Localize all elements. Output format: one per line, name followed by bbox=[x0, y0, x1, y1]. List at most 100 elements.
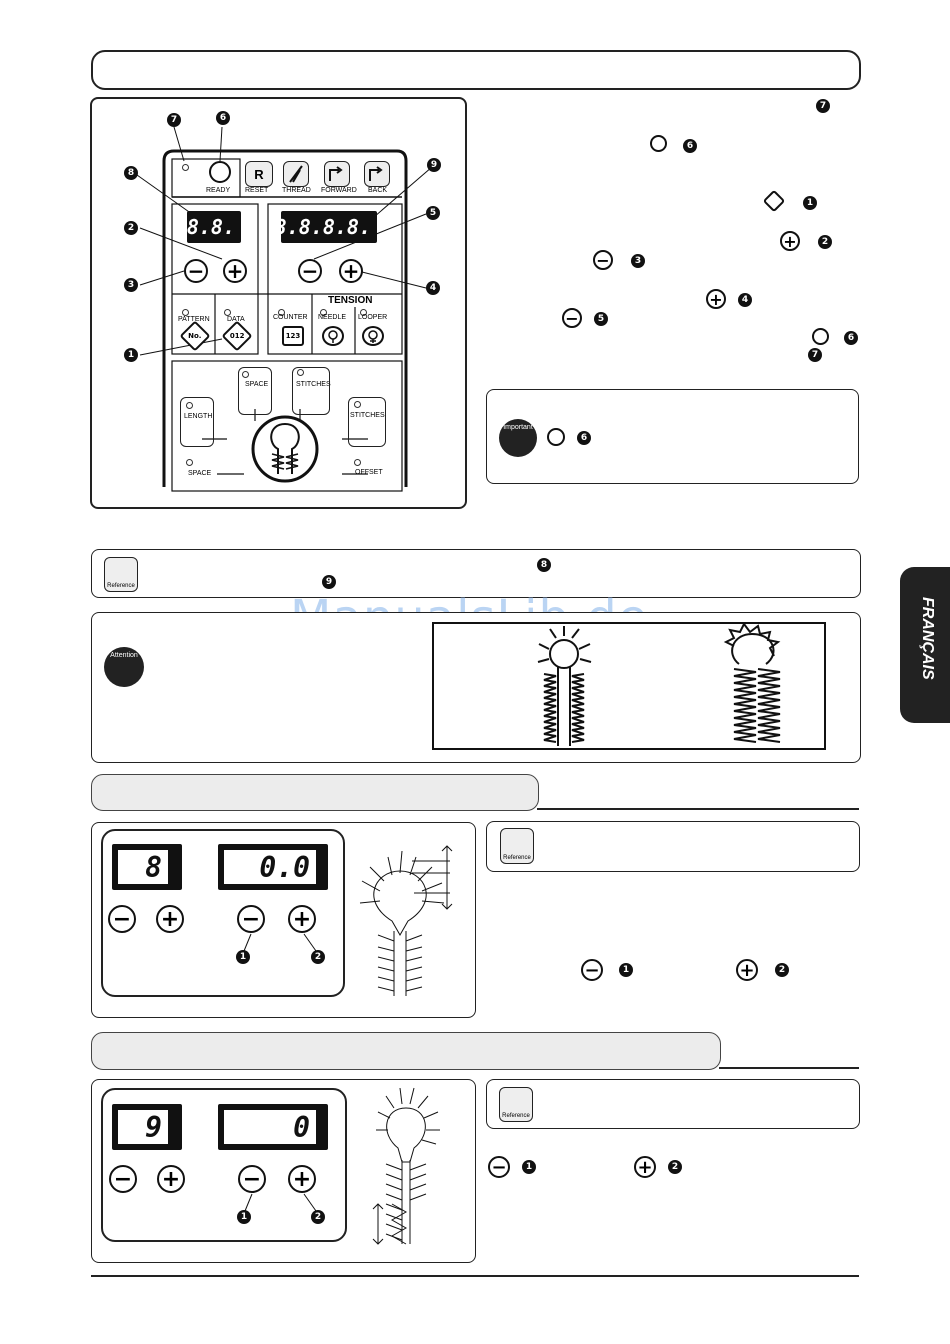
space-label: SPACE bbox=[245, 381, 269, 388]
data-icon: 012 bbox=[229, 332, 245, 340]
section3-text-minus-icon: − bbox=[488, 1156, 510, 1178]
forward-label: FORWARD bbox=[321, 187, 357, 194]
section2-minus-left[interactable]: − bbox=[108, 905, 136, 933]
minus-button-right[interactable]: − bbox=[298, 259, 322, 283]
section3-stitch-diagram bbox=[372, 1087, 440, 1245]
section3-panel bbox=[101, 1088, 347, 1242]
offset-label: OFFSET bbox=[355, 469, 383, 476]
pattern-icon: No. bbox=[188, 331, 202, 340]
section3-text-marker-1: 1 bbox=[522, 1160, 536, 1174]
looper-led bbox=[360, 309, 367, 316]
section3-minus-right[interactable]: − bbox=[238, 1165, 266, 1193]
length-led bbox=[186, 402, 193, 409]
important-box: Important 6 bbox=[486, 389, 859, 484]
language-side-tab: FRANÇAIS bbox=[900, 567, 950, 723]
reference-label-1: Reference bbox=[107, 583, 135, 589]
looper-label: LOOPER bbox=[358, 314, 388, 321]
stitches2-button[interactable] bbox=[348, 397, 386, 447]
data-icon-inline bbox=[762, 189, 786, 213]
callout-1: 1 bbox=[124, 348, 138, 362]
needle-tension-icon bbox=[328, 330, 338, 343]
reference-marker-9: 9 bbox=[322, 575, 336, 589]
section2-plus-right[interactable]: + bbox=[288, 905, 316, 933]
attention-icon: Attention bbox=[104, 647, 144, 687]
callout-7: 7 bbox=[167, 113, 181, 127]
section2-minus-right[interactable]: − bbox=[237, 905, 265, 933]
stitches-button[interactable] bbox=[292, 367, 330, 415]
section3-lcd-left-value: 9 bbox=[118, 1110, 168, 1144]
minus-button-left[interactable]: − bbox=[184, 259, 208, 283]
language-side-tab-label: FRANÇAIS bbox=[919, 597, 936, 680]
space2-label: SPACE bbox=[188, 470, 212, 477]
section2-text-marker-1: 1 bbox=[619, 963, 633, 977]
plus-button-left[interactable]: + bbox=[223, 259, 247, 283]
important-marker-6: 6 bbox=[577, 431, 591, 445]
reference-icon-1: Reference bbox=[104, 557, 138, 592]
offset-led bbox=[354, 459, 361, 466]
forward-icon bbox=[329, 166, 343, 181]
minus-icon-inline-1: − bbox=[593, 250, 613, 270]
space2-led bbox=[186, 459, 193, 466]
text-marker-7a: 7 bbox=[816, 99, 830, 113]
section3-plus-left[interactable]: + bbox=[157, 1165, 185, 1193]
thread-button[interactable] bbox=[283, 161, 309, 187]
ready-led bbox=[182, 164, 189, 171]
back-button[interactable] bbox=[364, 161, 390, 187]
reset-label: RESET bbox=[245, 187, 269, 194]
data-label: DATA bbox=[227, 316, 245, 323]
section2-text-minus-icon: − bbox=[581, 959, 603, 981]
text-marker-4: 4 bbox=[738, 293, 752, 307]
section3-figure: 9 0 − + − + 1 2 bbox=[91, 1079, 476, 1263]
control-panel-drawing bbox=[136, 126, 433, 492]
section2-reference-icon: Reference bbox=[500, 828, 534, 864]
section2-reference-box: Reference bbox=[486, 821, 860, 872]
ready-label: READY bbox=[206, 187, 231, 194]
plus-icon-inline-2: + bbox=[706, 289, 726, 309]
section-title-bar bbox=[91, 50, 861, 90]
needle-button[interactable] bbox=[322, 326, 344, 346]
reset-button[interactable]: R bbox=[245, 161, 273, 187]
stitch-comparison-frame bbox=[432, 622, 826, 750]
text-marker-1: 1 bbox=[803, 196, 817, 210]
needle-label: NEEDLE bbox=[318, 314, 347, 321]
section3-minus-left[interactable]: − bbox=[109, 1165, 137, 1193]
section2-reference-label: Reference bbox=[503, 855, 531, 861]
data-led bbox=[224, 309, 231, 316]
display-large: 8.8.8.8. bbox=[275, 211, 377, 243]
ready-icon-inline-1 bbox=[650, 135, 667, 152]
section2-text-marker-2: 2 bbox=[775, 963, 789, 977]
section3-text-marker-2: 2 bbox=[668, 1160, 682, 1174]
stitches2-led bbox=[354, 401, 361, 408]
callout-6: 6 bbox=[216, 111, 230, 125]
length-button[interactable] bbox=[180, 397, 214, 447]
display-small-value: 8.8. bbox=[186, 215, 235, 239]
ready-button[interactable] bbox=[209, 161, 231, 183]
text-marker-6b: 6 bbox=[844, 331, 858, 345]
section2-lcd-right-value: 0.0 bbox=[224, 850, 316, 884]
back-label: BACK bbox=[368, 187, 388, 194]
space-button[interactable] bbox=[238, 367, 272, 415]
section2-callout-2: 2 bbox=[311, 950, 325, 964]
section3-callout-2: 2 bbox=[311, 1210, 325, 1224]
tension-label: TENSION bbox=[328, 295, 373, 306]
pattern-label: PATTERN bbox=[178, 316, 210, 323]
attention-box: Attention bbox=[91, 612, 861, 763]
section3-text-plus-icon: + bbox=[634, 1156, 656, 1178]
section3-rule bbox=[719, 1067, 859, 1069]
callout-5: 5 bbox=[426, 206, 440, 220]
stitch-comparison-drawing bbox=[537, 622, 781, 746]
ready-icon-inline-2 bbox=[812, 328, 829, 345]
text-marker-2: 2 bbox=[818, 235, 832, 249]
looper-button[interactable] bbox=[362, 326, 384, 346]
counter-button[interactable]: 123 bbox=[282, 326, 304, 346]
display-large-value: 8.8.8.8. bbox=[274, 215, 371, 239]
callout-2: 2 bbox=[124, 221, 138, 235]
reference-box-1: Reference 8 9 bbox=[91, 549, 861, 598]
forward-button[interactable] bbox=[324, 161, 350, 187]
section2-plus-left[interactable]: + bbox=[156, 905, 184, 933]
plus-button-right[interactable]: + bbox=[339, 259, 363, 283]
display-small: 8.8. bbox=[187, 211, 241, 243]
page-bottom-rule bbox=[91, 1275, 859, 1277]
callout-3: 3 bbox=[124, 278, 138, 292]
section3-plus-right[interactable]: + bbox=[288, 1165, 316, 1193]
